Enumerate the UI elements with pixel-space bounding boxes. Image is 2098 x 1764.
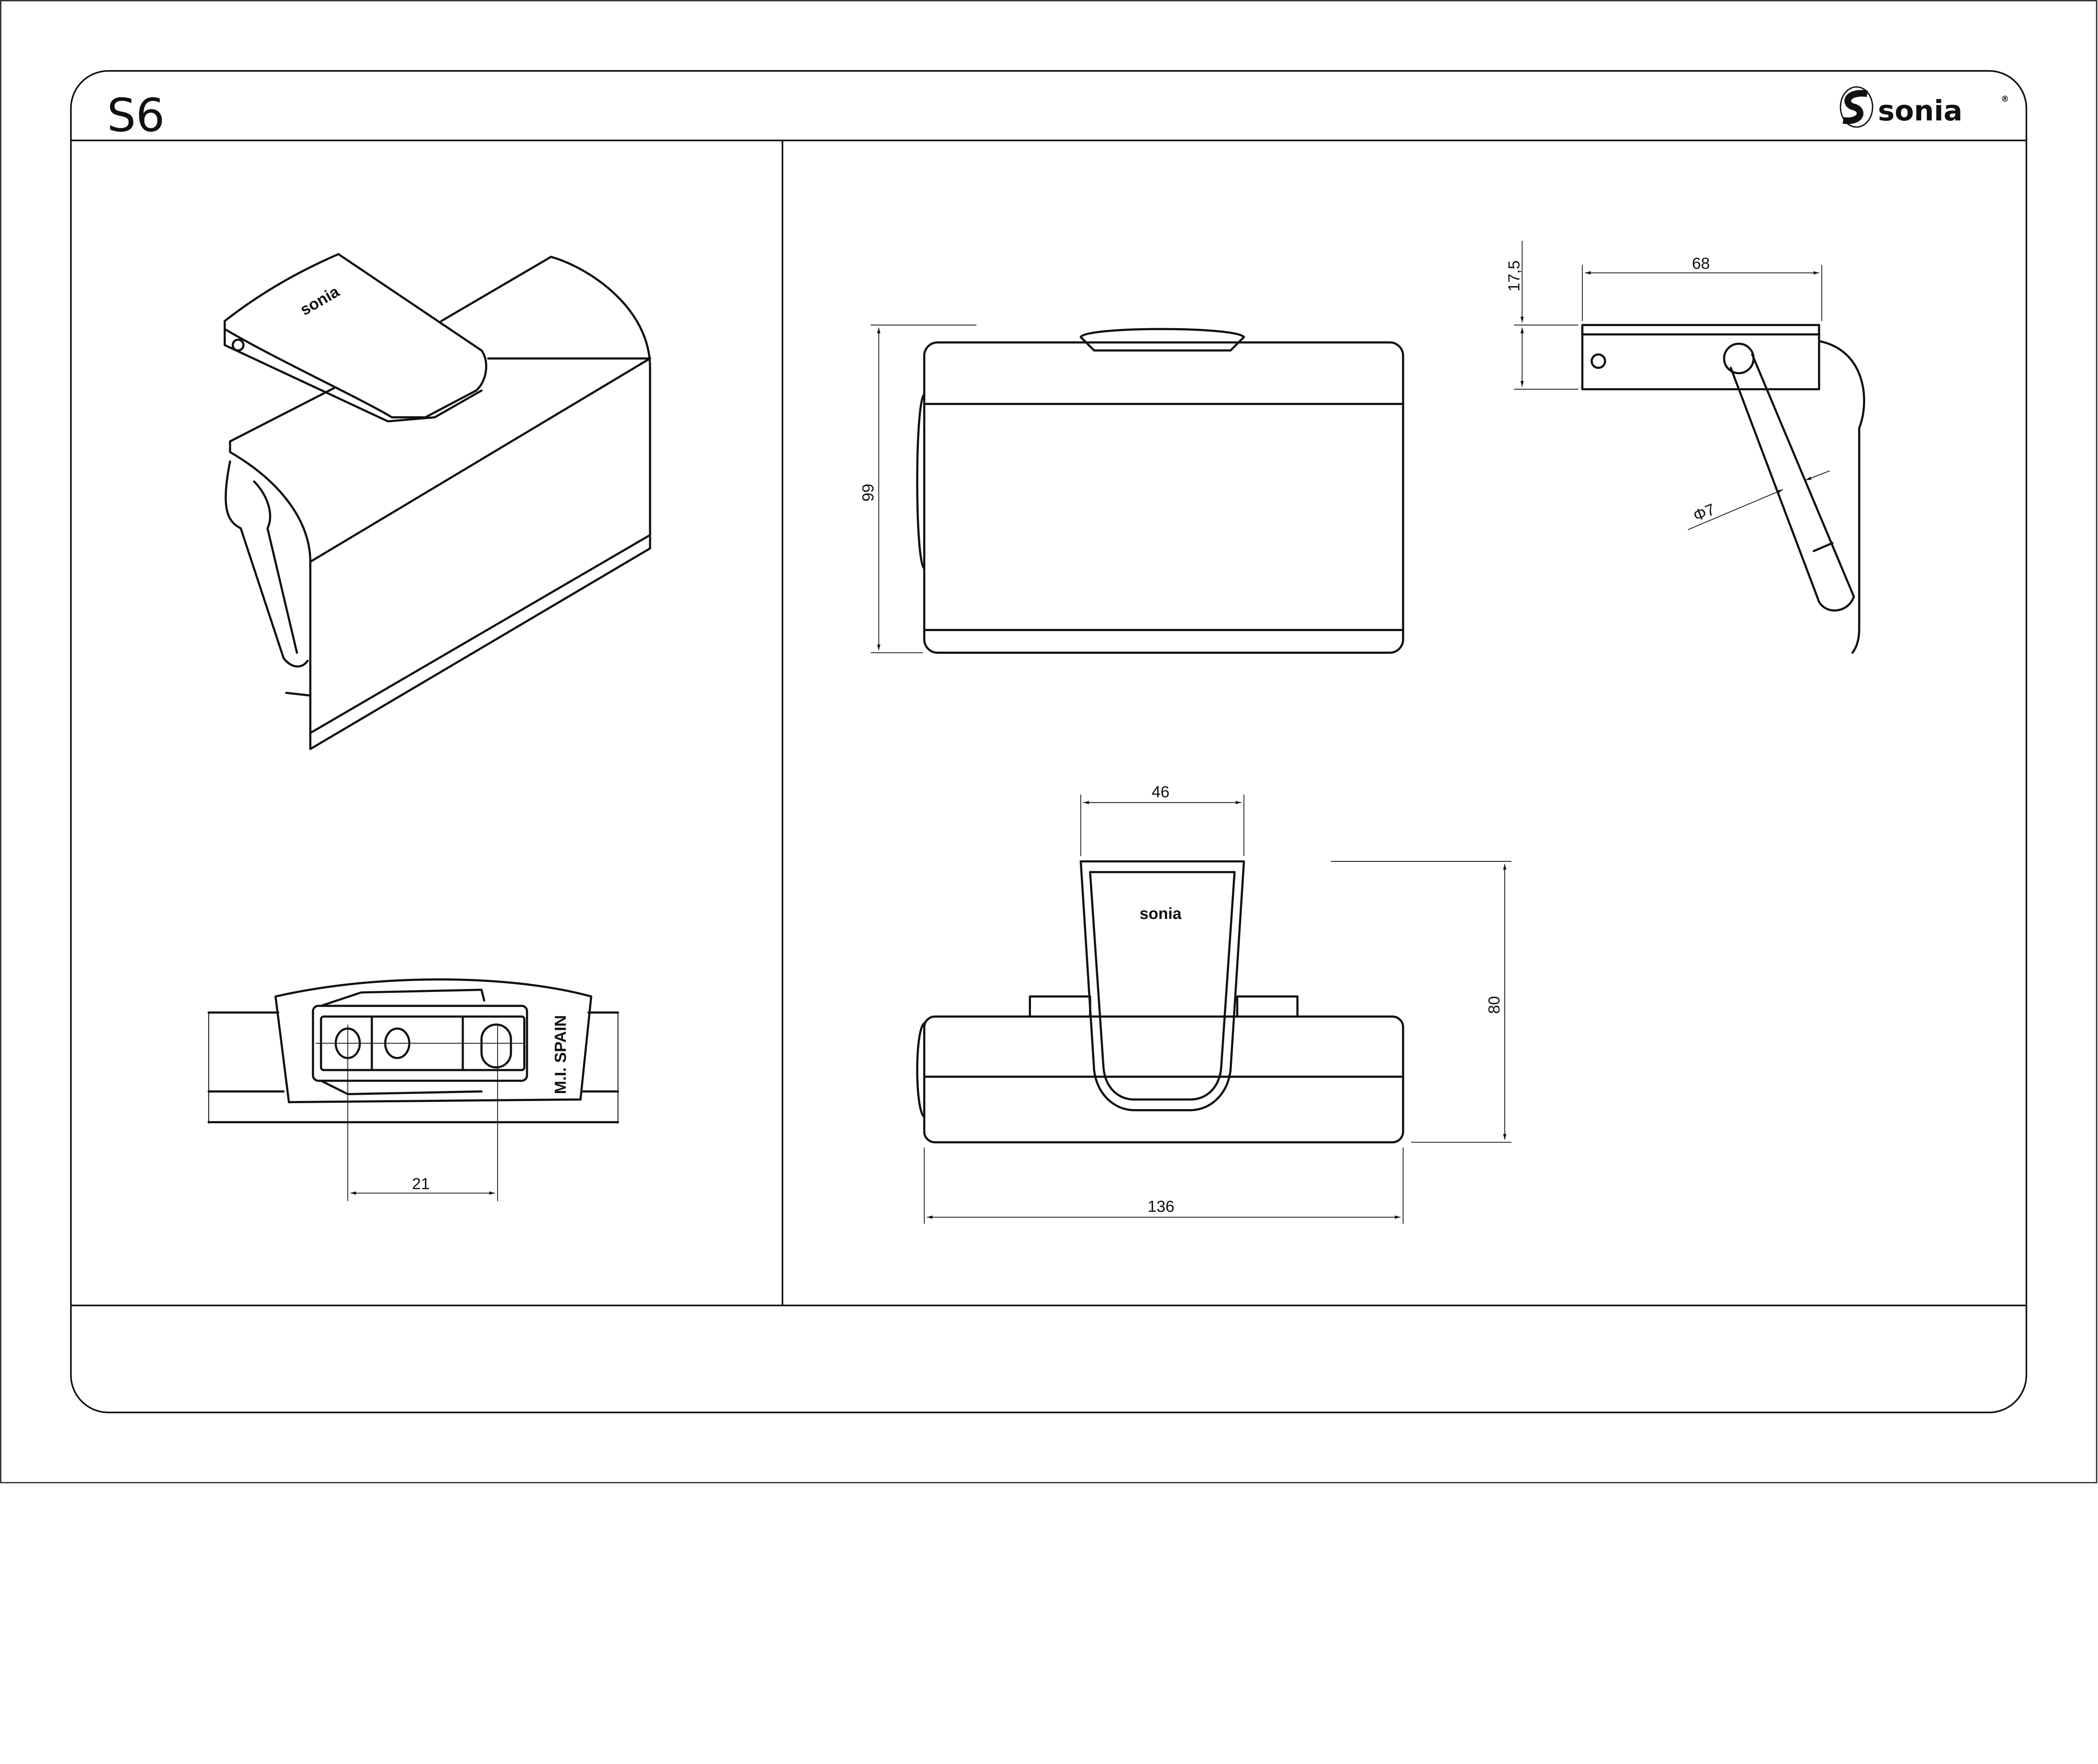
- dim-height-99: 99: [859, 484, 877, 502]
- side-view: 68 17,5 Φ7: [1505, 240, 1866, 654]
- sonia-logo: sonia ®: [1840, 86, 2009, 128]
- top-emboss: sonia: [1140, 905, 1182, 923]
- dim-width-46: 46: [1152, 783, 1170, 801]
- dim-rod-diameter: Φ7: [1691, 500, 1717, 525]
- mi-spain-marking: M.I. SPAIN: [551, 1015, 569, 1094]
- dim-plate-17-5: 17,5: [1505, 260, 1523, 291]
- dim-hole-spacing-21: 21: [412, 1175, 430, 1193]
- page-title: S6: [107, 89, 165, 142]
- drawing-frame: [70, 70, 2028, 1414]
- dim-depth-80: 80: [1485, 996, 1503, 1014]
- dim-length-136: 136: [1148, 1198, 1174, 1216]
- dim-depth-68: 68: [1692, 255, 1710, 273]
- iso-emboss: sonia: [297, 282, 343, 319]
- front-view: 99: [859, 324, 1404, 654]
- top-view: sonia 46 80 136: [916, 783, 1512, 1224]
- technical-drawing: S6 sonia ® sonia 99: [0, 0, 2098, 1484]
- isometric-view: sonia: [223, 253, 651, 750]
- registered-mark: ®: [2001, 94, 2009, 104]
- back-view: M.I. SPAIN 21: [207, 978, 619, 1201]
- brand-name: sonia: [1878, 94, 1963, 127]
